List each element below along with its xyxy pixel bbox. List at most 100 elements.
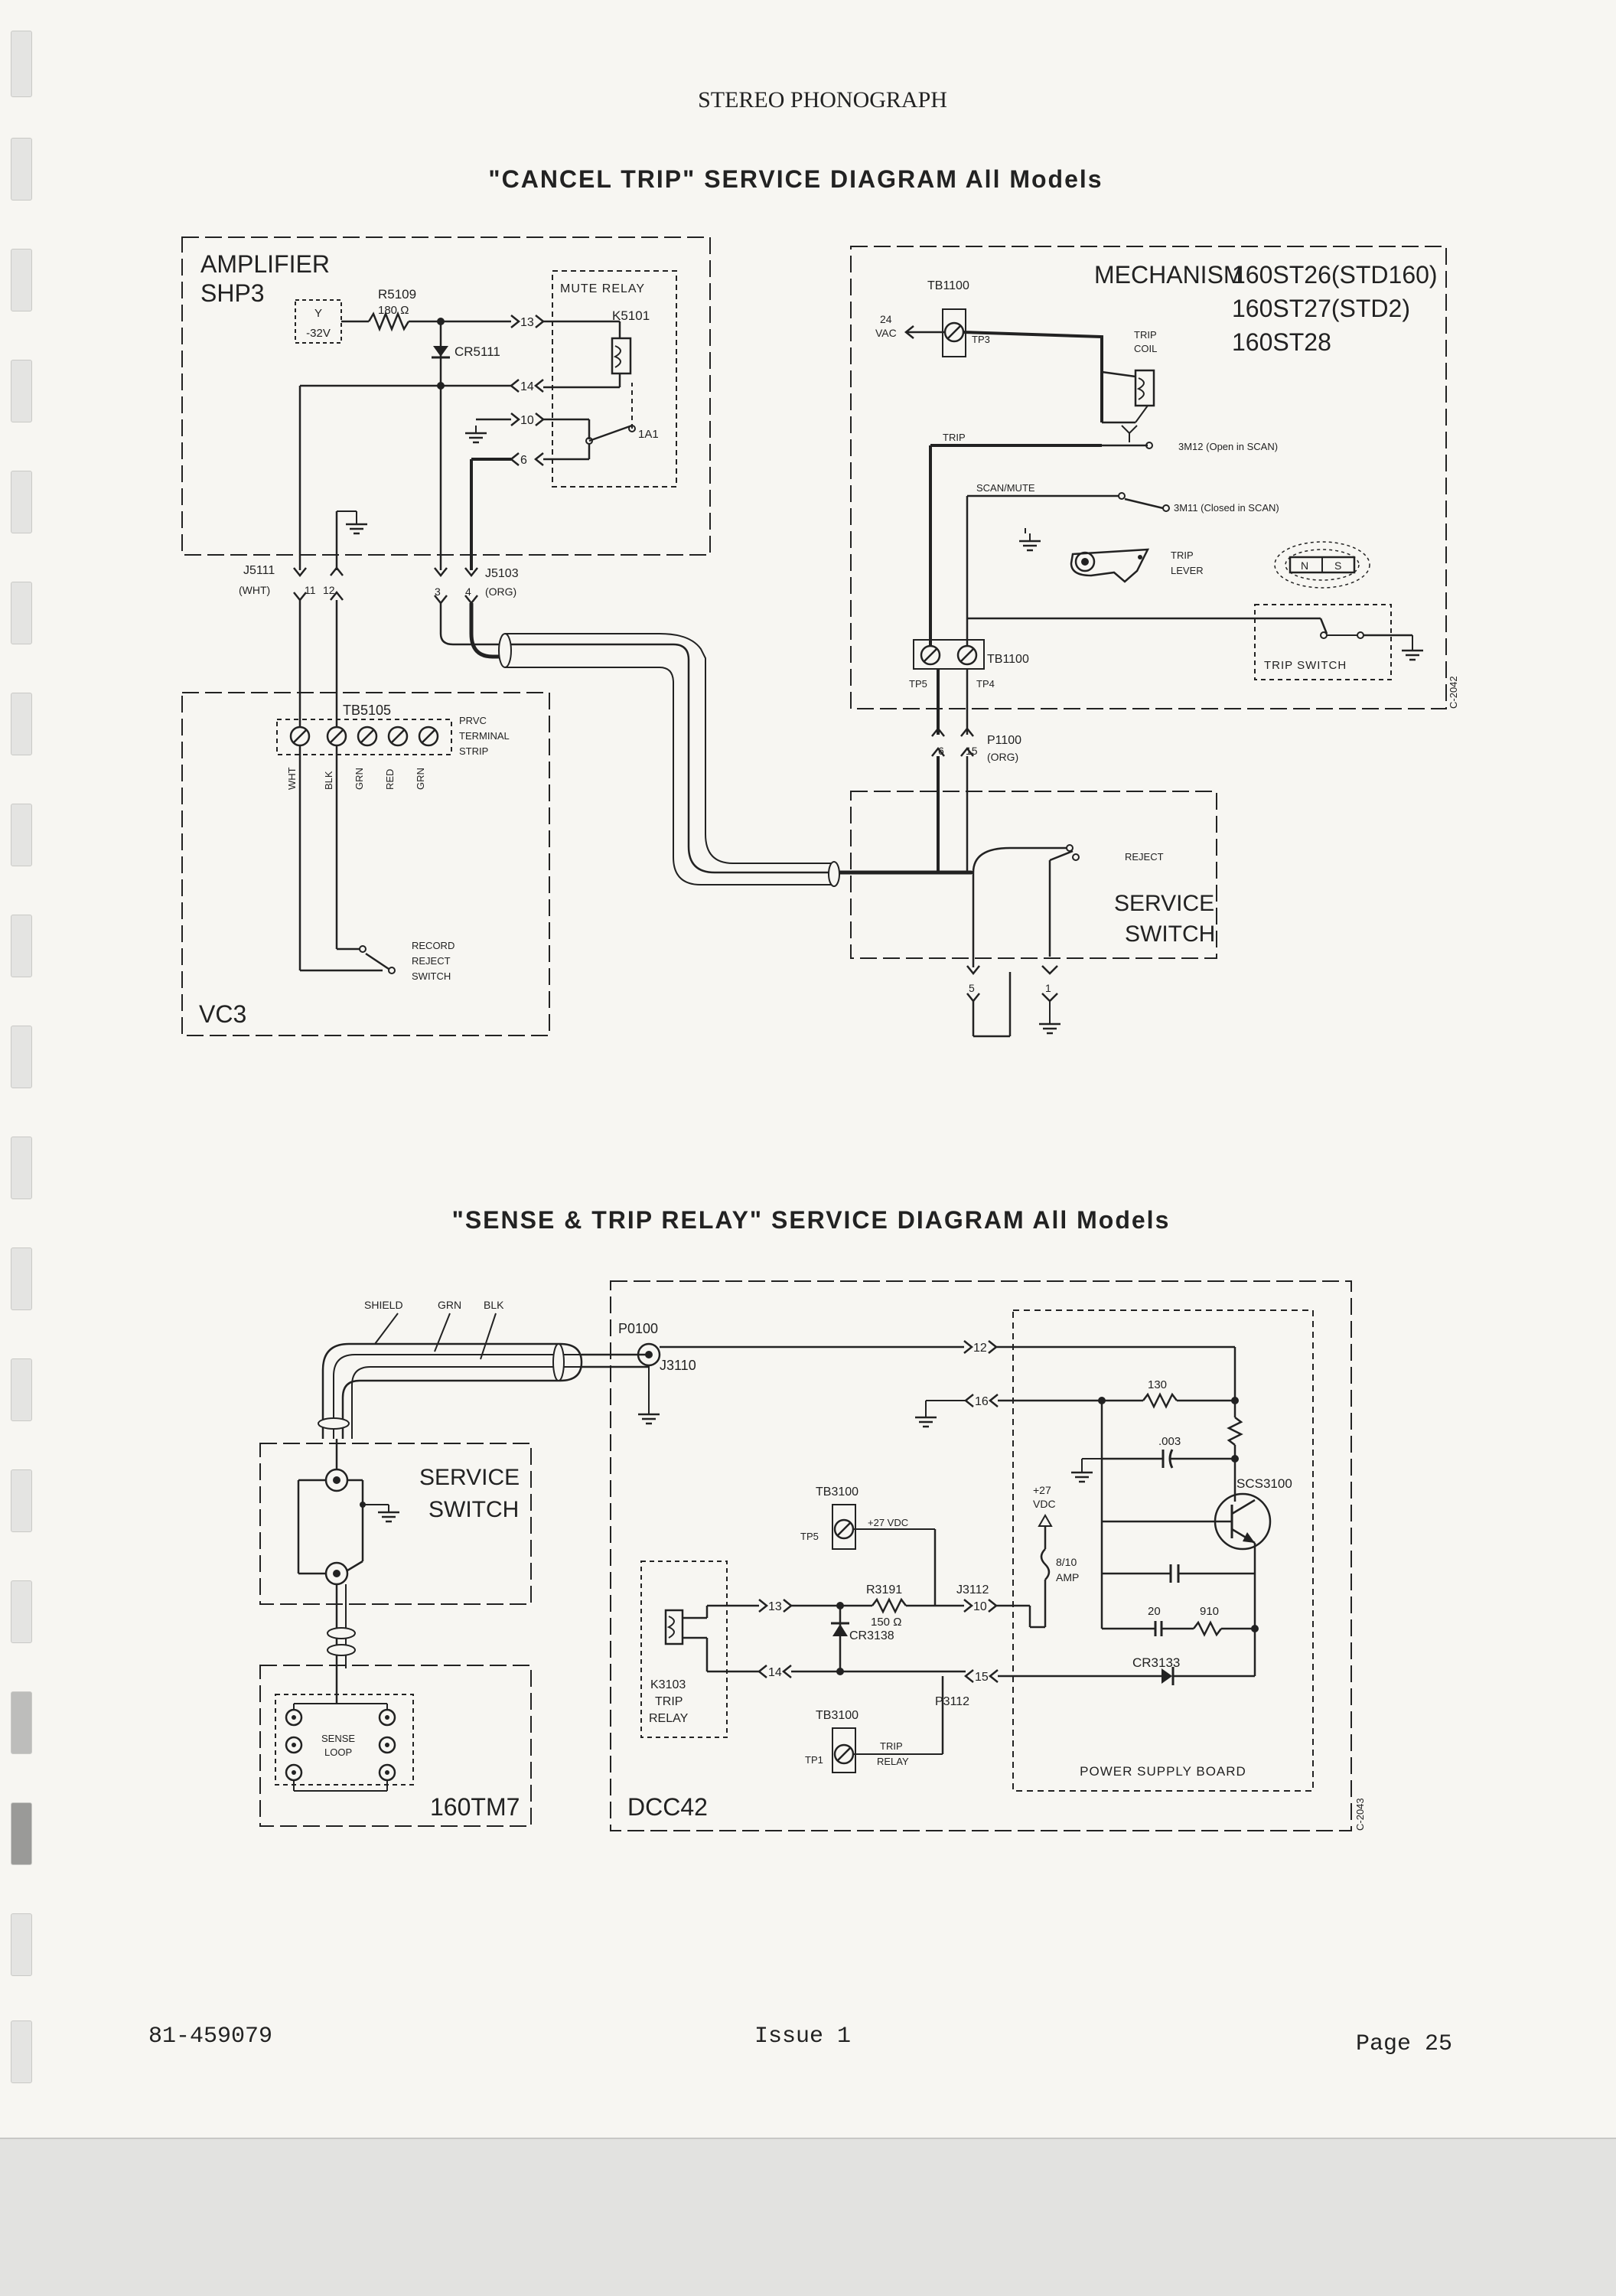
j3110-label: J3110 — [660, 1358, 696, 1373]
psb-pin-16: 16 — [975, 1395, 989, 1408]
k3103-trip: TRIP — [655, 1695, 683, 1708]
binder-hole — [11, 1802, 32, 1865]
r130-label: 130 — [1148, 1378, 1167, 1391]
scs3100-label: SCS3100 — [1236, 1476, 1292, 1491]
sense-loop-2: LOOP — [324, 1746, 352, 1758]
diode-cr3133 — [1162, 1668, 1172, 1684]
record-reject-label-1: RECORD — [412, 940, 454, 951]
mute-relay-ref: K5101 — [612, 308, 650, 323]
fuse-rating: 8/10 — [1056, 1556, 1077, 1568]
amplifier-model: SHP3 — [200, 279, 265, 307]
tb5105-strip — [276, 719, 452, 755]
mechanism-model-1: 160ST26(STD160) — [1232, 261, 1438, 289]
vac-24: 24 — [880, 313, 892, 325]
binder-hole — [11, 1026, 32, 1088]
binder-edge — [0, 2138, 1616, 2140]
trip-relay-2: RELAY — [877, 1756, 909, 1767]
sense-loop-1: SENSE — [321, 1733, 355, 1744]
binder-hole — [11, 1691, 32, 1754]
supply-y: Y — [314, 307, 322, 320]
binder-hole — [11, 804, 32, 866]
dcc42-box — [610, 1280, 1352, 1831]
r5109-ref: R5109 — [378, 287, 416, 302]
tp1-label: TP1 — [805, 1754, 823, 1766]
trip-wire-label: TRIP — [943, 432, 966, 443]
tb1100-bottom-label: TB1100 — [987, 653, 1029, 666]
trip-lever-1: TRIP — [1171, 550, 1194, 561]
j3112-label: J3112 — [956, 1583, 989, 1596]
supply-box — [295, 299, 342, 344]
cr3133-label: CR3133 — [1132, 1655, 1180, 1670]
supply-voltage: -32V — [306, 327, 331, 340]
psb-pin-10: 10 — [973, 1600, 987, 1613]
resistor-r5109 — [367, 311, 410, 332]
sense-service-switch-2: SWITCH — [428, 1497, 519, 1522]
supply-27-vdc: VDC — [1033, 1498, 1056, 1510]
r5109-value: 180 Ω — [378, 304, 409, 317]
j5103-color: (ORG) — [485, 585, 516, 598]
j5111-pin-12: 12 — [323, 584, 335, 596]
wire-color-grn: GRN — [354, 768, 365, 790]
relay-coil-k3103 — [664, 1609, 684, 1645]
vdc-27-label: +27 VDC — [868, 1517, 908, 1528]
reject-label: REJECT — [1125, 851, 1164, 863]
wire-color-wht: WHT — [286, 767, 298, 790]
strip-label-2: TERMINAL — [459, 730, 510, 742]
dcc42-name: DCC42 — [627, 1793, 708, 1821]
trip-switch-box — [1254, 604, 1392, 680]
k3103-ref: K3103 — [650, 1678, 686, 1691]
amplifier-box — [181, 236, 711, 556]
wire-color-red: RED — [384, 769, 396, 790]
power-supply-board — [1012, 1309, 1314, 1792]
magnet-illustration — [1274, 541, 1370, 589]
tp5-sense-label: TP5 — [800, 1531, 819, 1542]
supply-27: +27 — [1033, 1484, 1051, 1496]
footer-part-number: 81-459079 — [148, 2024, 272, 2050]
j5111-ref: J5111 — [243, 564, 275, 577]
j5111-color: (WHT) — [239, 584, 270, 596]
strip-label-3: STRIP — [459, 745, 488, 757]
binder-hole — [11, 31, 32, 97]
binder-hole — [11, 1469, 32, 1532]
service-pin-1: 1 — [1045, 982, 1051, 994]
tb3100-top-label: TB3100 — [816, 1486, 858, 1499]
strip-label-1: PRVC — [459, 715, 487, 726]
amp-pin-14: 14 — [520, 380, 534, 393]
mechanism-model-3: 160ST28 — [1232, 328, 1331, 356]
magnet-s: S — [1334, 559, 1341, 572]
tp3-label: TP3 — [972, 334, 990, 345]
binder-strip — [0, 2139, 1616, 2296]
service-pin-5: 5 — [969, 982, 975, 994]
amp-pin-6: 6 — [520, 454, 527, 467]
binder-hole — [11, 360, 32, 422]
p1100-pin-15: 15 — [966, 745, 978, 757]
relay-coil-k5101 — [611, 337, 632, 375]
binder-hole — [11, 249, 32, 311]
cable-grn-label: GRN — [438, 1299, 461, 1311]
psb-pin-15: 15 — [975, 1671, 989, 1684]
tm7-box — [259, 1665, 532, 1827]
mechanism-title: MECHANISM — [1094, 261, 1244, 289]
c003-label: .003 — [1158, 1435, 1181, 1448]
wire-color-blk: BLK — [323, 771, 334, 790]
sense-trip-title: "SENSE & TRIP RELAY" SERVICE DIAGRAM All… — [452, 1206, 1171, 1234]
psb-pin-12: 12 — [973, 1342, 987, 1355]
tp4-label: TP4 — [976, 678, 995, 690]
record-reject-label-3: SWITCH — [412, 970, 451, 982]
r3191-ref: R3191 — [866, 1583, 902, 1596]
trip-relay-box — [640, 1561, 728, 1738]
p1100-ref: P1100 — [987, 734, 1021, 747]
relay-pin-14: 14 — [768, 1666, 782, 1679]
tb1100-top-label: TB1100 — [927, 279, 969, 292]
tb1100-bottom — [913, 639, 985, 670]
tb3100-bottom-label: TB3100 — [816, 1709, 858, 1722]
binder-hole — [11, 1580, 32, 1643]
cancel-trip-title: "CANCEL TRIP" SERVICE DIAGRAM All Models — [488, 165, 1103, 193]
tb3100-top — [832, 1504, 856, 1550]
service-switch-box — [850, 791, 1217, 959]
fuse-8-10-amp — [1040, 1548, 1051, 1580]
binder-hole — [11, 471, 32, 533]
j5111-pin-11: 11 — [305, 584, 316, 596]
